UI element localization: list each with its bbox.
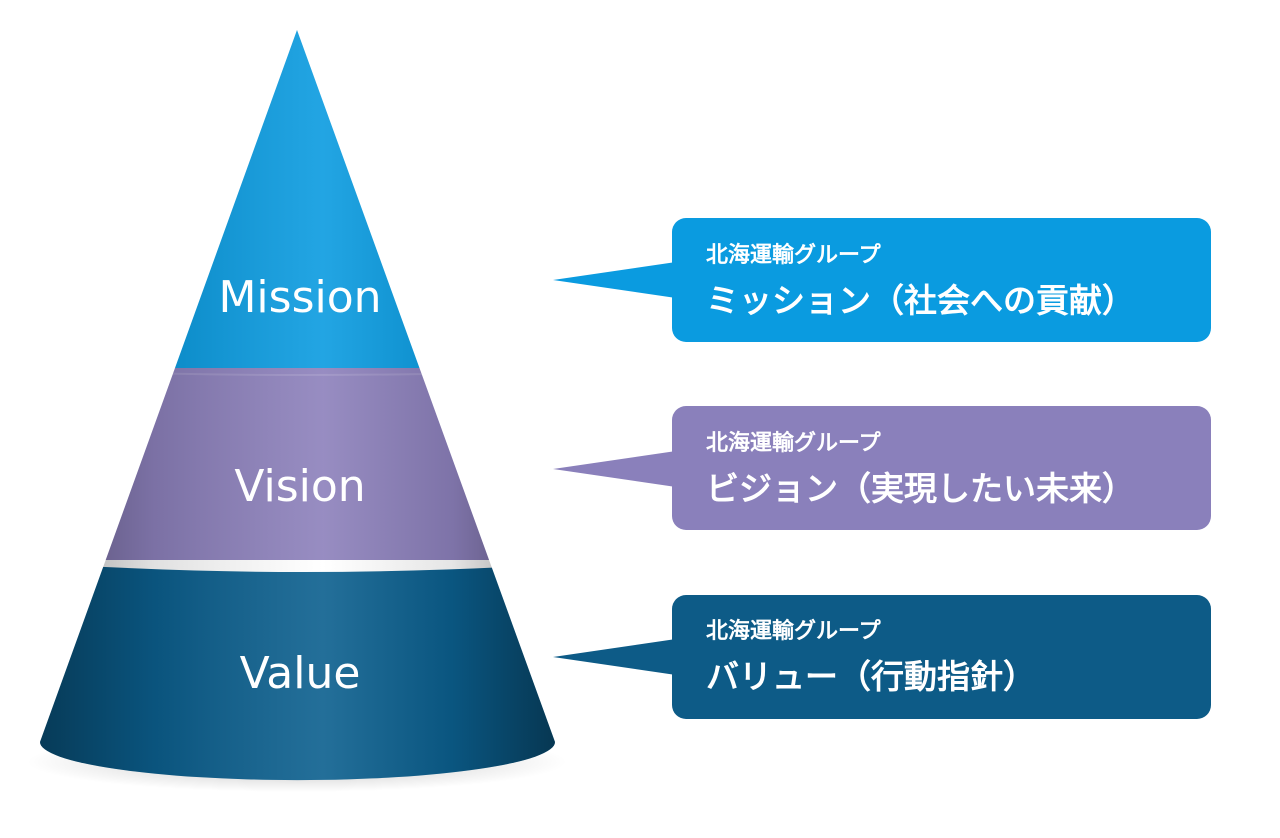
callout-mission: 北海運輸グループ ミッション（社会への貢献） — [553, 218, 1211, 342]
callout-box-mission — [672, 218, 1211, 342]
callout-value: 北海運輸グループ バリュー（行動指針） — [553, 595, 1211, 719]
callout-pointer-mission — [553, 262, 676, 298]
callout-box-value — [672, 595, 1211, 719]
callout-group-name-value: 北海運輸グループ — [706, 618, 882, 644]
callout-pointer-vision — [553, 451, 676, 487]
callout-group-name-vision: 北海運輸グループ — [706, 430, 882, 456]
cone-shading — [40, 30, 555, 781]
callout-box-vision — [672, 406, 1211, 530]
callout-title-mission: ミッション（社会への貢献） — [706, 281, 1135, 320]
callout-group-name-mission: 北海運輸グループ — [706, 242, 882, 268]
cone — [40, 30, 555, 781]
tier-label-value: Value — [240, 648, 361, 699]
callout-title-value: バリュー（行動指針） — [706, 657, 1036, 696]
callout-pointer-value — [553, 639, 676, 675]
callout-title-vision: ビジョン（実現したい未来） — [706, 469, 1135, 508]
callout-vision: 北海運輸グループ ビジョン（実現したい未来） — [553, 406, 1211, 530]
tier-label-vision: Vision — [234, 461, 365, 512]
tier-label-mission: Mission — [218, 272, 381, 323]
